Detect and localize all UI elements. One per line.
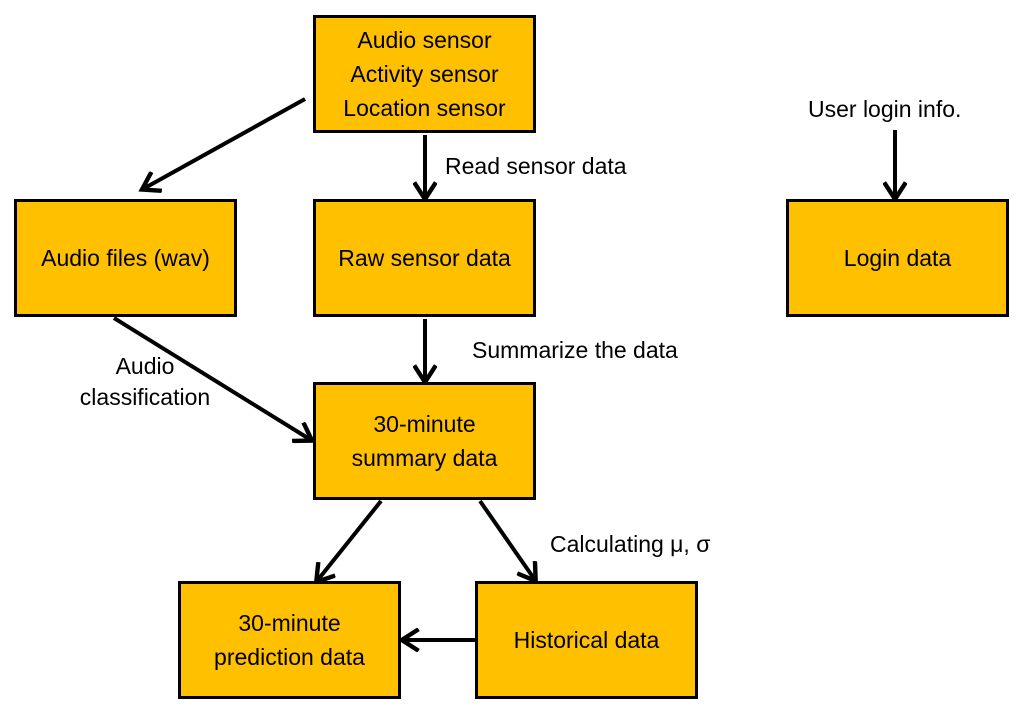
edge-label-audio-classification: Audio classification xyxy=(60,351,230,413)
node-summary-data-line-1: 30-minute xyxy=(373,411,476,437)
node-login-data-line-1: Login data xyxy=(843,245,952,271)
node-raw-sensor-data: Raw sensor data xyxy=(313,199,536,317)
edge-label-read-sensor-data: Read sensor data xyxy=(445,153,627,179)
node-historical-data-line-1: Historical data xyxy=(513,627,660,653)
edges-layer xyxy=(112,97,895,640)
edge-label-user-login-info: User login info. xyxy=(808,96,962,122)
arrow-sensors-to-audio-files xyxy=(143,97,306,189)
node-prediction-data: 30-minute prediction data xyxy=(178,581,401,699)
node-sensors-line-3: Location sensor xyxy=(343,95,506,121)
arrow-summary-to-prediction xyxy=(317,499,383,581)
node-summary-data: 30-minute summary data xyxy=(313,382,536,500)
node-historical-data: Historical data xyxy=(475,581,698,699)
edge-label-summarize-the-data: Summarize the data xyxy=(472,337,678,363)
node-raw-sensor-data-line-1: Raw sensor data xyxy=(338,245,511,271)
node-audio-files-line-1: Audio files (wav) xyxy=(41,245,210,271)
arrow-summary-to-historical xyxy=(478,499,535,580)
edge-label-calculating: Calculating μ, σ xyxy=(550,531,711,557)
node-login-data: Login data xyxy=(786,199,1009,317)
node-sensors-line-1: Audio sensor xyxy=(357,27,492,53)
node-sensors-line-2: Activity sensor xyxy=(350,61,499,87)
node-audio-files: Audio files (wav) xyxy=(14,199,237,317)
edge-label-audio-classification-line-1: Audio xyxy=(115,353,175,379)
arrow-audio-files-to-summary xyxy=(112,316,311,440)
node-prediction-data-line-1: 30-minute xyxy=(238,610,341,636)
edge-label-audio-classification-line-2: classification xyxy=(79,384,211,410)
node-summary-data-line-2: summary data xyxy=(351,445,498,471)
node-prediction-data-line-2: prediction data xyxy=(214,644,365,670)
